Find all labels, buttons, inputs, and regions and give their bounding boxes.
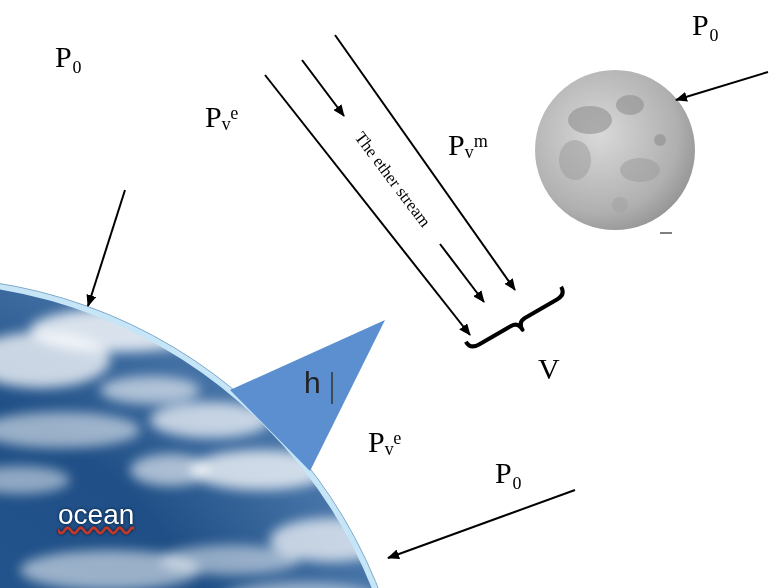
stream-arrow <box>302 60 344 116</box>
ocean-label: ocean <box>58 500 134 531</box>
height-label: h <box>304 368 321 398</box>
stream-label: The ether stream <box>350 129 434 231</box>
pressure-label: Pᵥᵉ <box>368 425 401 458</box>
velocity-label: V⃗ <box>538 352 583 385</box>
pressure-label: P₀ <box>692 8 719 41</box>
pressure-arrow <box>88 190 125 306</box>
brace <box>466 287 570 358</box>
earth-picture <box>0 277 413 588</box>
stream-arrow <box>335 35 515 290</box>
pressure-arrow <box>676 72 768 100</box>
stream-arrow <box>440 244 484 302</box>
pressure-label: P₀ <box>55 40 82 73</box>
tide-bulge: h <box>228 318 388 474</box>
pressure-label: Pᵥᵐ <box>448 128 488 161</box>
pressure-arrow <box>388 490 575 558</box>
pressure-label: P₀ <box>495 456 522 489</box>
stream-arrow <box>265 75 470 335</box>
pressure-label: Pᵥᵉ <box>205 100 238 133</box>
moon-picture <box>535 70 695 230</box>
